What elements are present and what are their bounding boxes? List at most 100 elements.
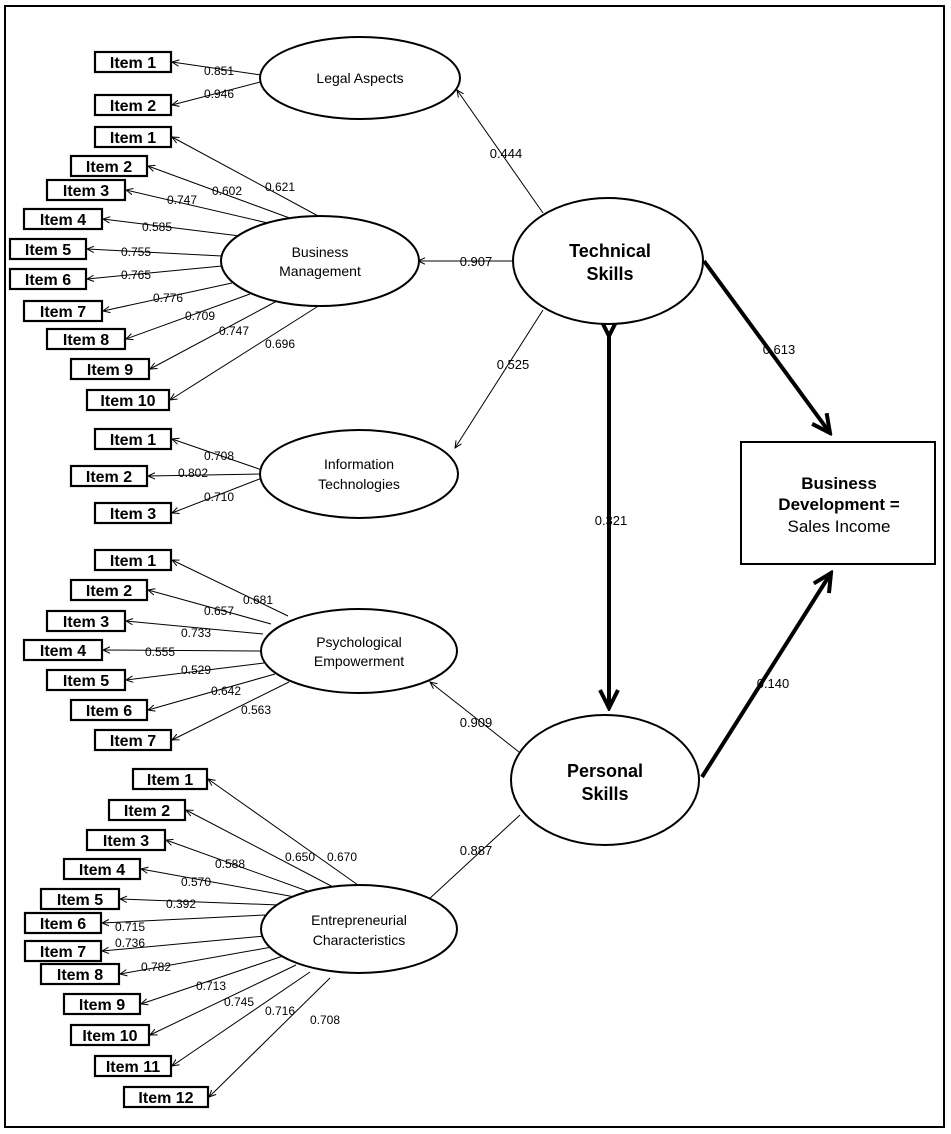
indicator-label: Item 6 <box>40 916 86 933</box>
indicator-label: Item 10 <box>100 393 155 410</box>
loading-arrow <box>126 190 273 225</box>
loading-arrow <box>208 779 359 886</box>
coef-personal-to-entrepreneurial-characteristics: 0.887 <box>460 843 493 858</box>
loading-arrow <box>148 474 263 476</box>
psychological-empowerment-label-line2: Empowerment <box>314 653 404 669</box>
loading-arrow <box>150 300 278 369</box>
indicator-box <box>22 207 104 231</box>
indicator-label: Item 4 <box>40 212 86 229</box>
loading-value: 0.755 <box>121 245 151 259</box>
indicator-label: Item 2 <box>86 469 132 486</box>
loading-value: 0.946 <box>204 87 234 101</box>
loading-value: 0.715 <box>115 920 145 934</box>
indicator-box <box>45 178 127 202</box>
indicator-box <box>22 299 104 323</box>
coef-personal-to-outcome: 0.140 <box>757 676 790 691</box>
loading-value: 0.621 <box>265 180 295 194</box>
loading-value: 0.650 <box>285 850 315 864</box>
loading-value: 0.642 <box>211 684 241 698</box>
loading-value: 0.747 <box>219 324 249 338</box>
loading-value: 0.696 <box>265 337 295 351</box>
personal-skills-ellipse <box>510 714 700 846</box>
loading-arrow <box>166 840 311 893</box>
indicator-box <box>93 125 173 149</box>
coef-technical-to-business-management: 0.907 <box>460 254 493 269</box>
indicator-label: Item 3 <box>63 183 109 200</box>
business-development-label-line2: Development = <box>778 495 899 514</box>
loading-value: 0.657 <box>204 604 234 618</box>
indicator-label: Item 9 <box>87 362 133 379</box>
diagram-frame <box>4 5 945 1128</box>
loading-arrow <box>103 282 233 311</box>
loading-arrow <box>103 650 262 651</box>
loading-value: 0.392 <box>166 897 196 911</box>
loading-arrow <box>103 219 241 237</box>
indicator-label: Item 10 <box>82 1028 137 1045</box>
indicator-label: Item 7 <box>40 944 86 961</box>
loading-arrow <box>126 293 251 339</box>
entrepreneurial-characteristics-label-line2: Characteristics <box>313 932 406 948</box>
indicator-label: Item 11 <box>106 1059 160 1076</box>
information-technologies-ellipse <box>259 429 459 519</box>
indicator-label: Item 5 <box>57 892 103 909</box>
indicator-box <box>8 267 88 291</box>
path-technical-to-outcome <box>702 259 830 433</box>
loading-arrow <box>172 681 290 740</box>
loading-value: 0.681 <box>243 593 273 607</box>
loading-arrow <box>150 964 297 1035</box>
indicator-label: Item 3 <box>63 614 109 631</box>
loading-arrow <box>148 166 296 221</box>
business-management-label-line2: Management <box>279 263 361 279</box>
indicator-label: Item 7 <box>110 733 156 750</box>
loading-arrow <box>120 899 280 906</box>
indicator-label: Item 7 <box>40 304 86 321</box>
indicator-box <box>39 887 121 911</box>
coef-technical-to-outcome: 0.613 <box>763 342 796 357</box>
psychological-empowerment-ellipse <box>260 608 458 694</box>
loading-arrow <box>172 439 263 471</box>
business-management-ellipse <box>220 215 420 307</box>
path-personal-to-outcome <box>700 573 831 779</box>
indicator-box <box>45 327 127 351</box>
loading-value: 0.733 <box>181 626 211 640</box>
loading-arrow <box>209 977 331 1097</box>
loading-value: 0.570 <box>181 875 211 889</box>
loading-value: 0.802 <box>178 466 208 480</box>
loading-value: 0.585 <box>142 220 172 234</box>
indicator-label: Item 8 <box>63 332 109 349</box>
indicator-box <box>45 668 127 692</box>
indicator-label: Item 5 <box>63 673 109 690</box>
loading-arrow <box>102 935 266 951</box>
indicator-label: Item 6 <box>86 703 132 720</box>
loading-arrow <box>120 946 273 974</box>
indicator-box <box>93 728 173 752</box>
loading-value: 0.709 <box>185 309 215 323</box>
loading-value: 0.529 <box>181 663 211 677</box>
indicator-box <box>62 992 142 1016</box>
indicator-box <box>45 609 127 633</box>
indicator-label: Item 9 <box>79 997 125 1014</box>
loading-value: 0.602 <box>212 184 242 198</box>
indicator-box <box>69 1023 151 1047</box>
loading-value: 0.708 <box>204 449 234 463</box>
entrepreneurial-characteristics-label-line1: Entrepreneurial <box>311 912 407 928</box>
loading-value: 0.716 <box>265 1004 295 1018</box>
indicator-box <box>93 548 173 572</box>
indicator-box <box>93 1054 173 1078</box>
indicator-label: Item 4 <box>79 862 125 879</box>
indicator-box <box>23 939 103 963</box>
business-development-label-line1: Business <box>801 474 877 493</box>
business-development-label-line3: Sales Income <box>788 517 891 536</box>
loading-arrow <box>126 662 265 680</box>
loading-arrow <box>172 477 263 513</box>
indicator-box <box>8 237 88 261</box>
indicator-box <box>107 798 187 822</box>
indicator-box <box>62 857 142 881</box>
indicator-label: Item 4 <box>40 643 86 660</box>
loading-value: 0.710 <box>204 490 234 504</box>
indicator-label: Item 2 <box>124 803 170 820</box>
loading-arrow <box>172 137 321 218</box>
indicator-label: Item 1 <box>110 55 156 72</box>
